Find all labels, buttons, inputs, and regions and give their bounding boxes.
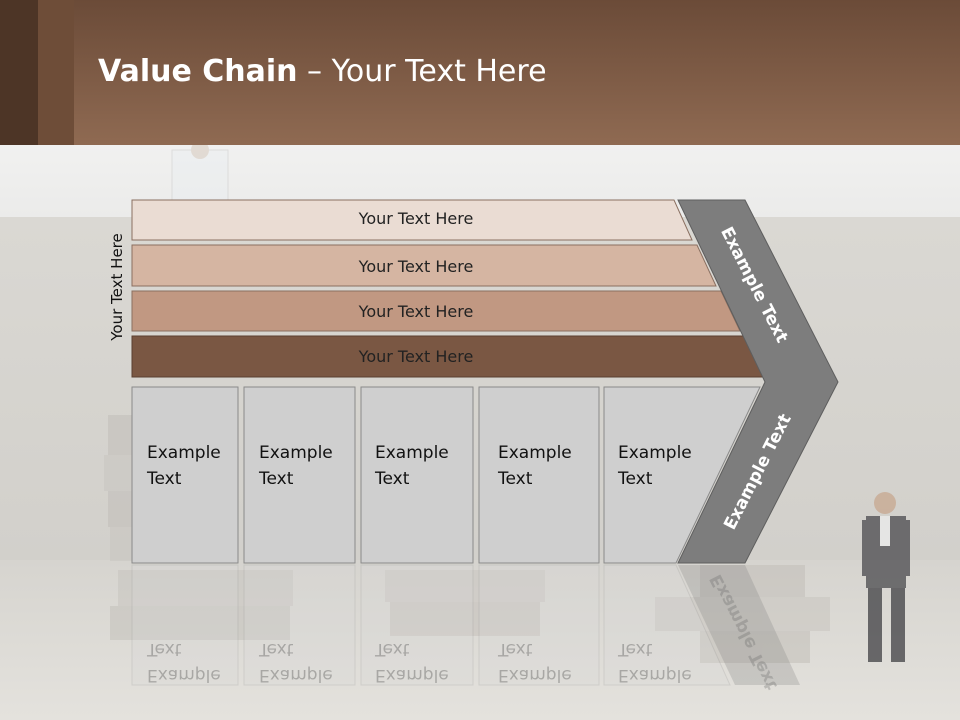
slide-title[interactable]: Value Chain – Your Text Here: [98, 54, 547, 89]
header-accent-strip: [0, 0, 38, 145]
cell-4-line1: Example: [498, 443, 572, 463]
cell-5[interactable]: [603, 386, 761, 564]
cell-5-text: Example Text: [618, 440, 692, 492]
diagram-reflection: [131, 564, 800, 686]
bar-3[interactable]: [131, 290, 741, 332]
cell-2-line1: Example: [259, 443, 333, 463]
cell-3[interactable]: [360, 386, 474, 564]
cell-2-line2: Text: [259, 469, 294, 489]
cell-1-line1: Example: [147, 443, 221, 463]
cell-4-text: Example Text: [498, 440, 572, 492]
standing-man-figure: [862, 492, 910, 662]
climbing-man-figure: [171, 141, 229, 201]
cell-1-text: Example Text: [147, 440, 221, 492]
bar-1[interactable]: [131, 199, 693, 241]
bar-2-label: Your Text Here: [358, 257, 474, 276]
header-accent-strip: [38, 0, 74, 145]
cell-5-line1: Example: [618, 443, 692, 463]
cell-3-text: Example Text: [375, 440, 449, 492]
title-bar: Value Chain – Your Text Here: [0, 0, 960, 145]
cell-4-line2: Text: [498, 469, 533, 489]
book-stack-middle: [385, 570, 545, 636]
bar-4-label: Your Text Here: [358, 347, 474, 366]
cell-2[interactable]: [243, 386, 356, 564]
cell-3-line1: Example: [375, 443, 449, 463]
cell-2-text: Example Text: [259, 440, 333, 492]
bar-1-label: Your Text Here: [358, 209, 474, 228]
cell-1-line2: Text: [147, 469, 182, 489]
side-label[interactable]: Your Text Here: [108, 233, 126, 341]
cell-1[interactable]: [131, 386, 239, 564]
cell-5-line2: Text: [618, 469, 653, 489]
bar-2[interactable]: [131, 244, 717, 287]
title-rest: – Your Text Here: [297, 54, 547, 89]
chevron-arrow[interactable]: [677, 199, 839, 564]
cell-4[interactable]: [478, 386, 600, 564]
bar-3-label: Your Text Here: [358, 302, 474, 321]
book-stack-right: [655, 565, 830, 663]
background-floor: [0, 560, 960, 720]
title-bold: Value Chain: [98, 54, 298, 89]
cell-3-line2: Text: [375, 469, 410, 489]
